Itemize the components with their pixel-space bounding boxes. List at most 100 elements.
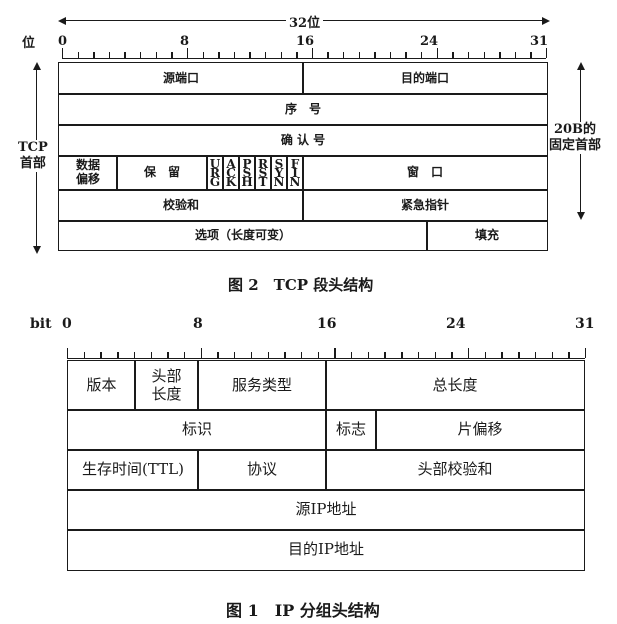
src-port-field: 源端口 — [58, 62, 304, 95]
ruler-tick — [351, 352, 353, 358]
ruler-tick — [374, 52, 376, 58]
ruler-tick — [518, 352, 520, 358]
ruler-tick — [77, 52, 79, 58]
tcp-fixed-header-label: 20B的 固定首部 — [549, 122, 602, 154]
ruler-tick — [133, 352, 136, 358]
dst-port-field: 目的端口 — [302, 62, 548, 95]
ip-bit-mark-16: 16 — [317, 316, 337, 332]
ruler-tick — [499, 52, 501, 58]
data-offset-field: 数据 偏移 — [58, 155, 118, 191]
tcp-left-arrow-down — [33, 246, 41, 254]
ruler-tick — [249, 52, 251, 58]
ruler-tick — [67, 348, 69, 358]
ruler-tick — [300, 352, 303, 358]
ruler-tick — [401, 352, 403, 358]
ruler-tick — [217, 352, 219, 358]
ruler-tick — [546, 48, 548, 58]
fragment-offset-field: 片偏移 — [375, 409, 585, 451]
ruler-tick — [483, 52, 485, 58]
bit-mark-31: 31 — [530, 34, 549, 49]
ruler-tick — [264, 52, 267, 58]
bit-mark-8: 8 — [180, 34, 190, 49]
src-ip-field: 源IP地址 — [67, 489, 585, 531]
ruler-tick — [534, 352, 537, 358]
reserved-field: 保 留 — [116, 155, 208, 191]
ruler-tick — [451, 352, 453, 358]
urgent-pointer-field: 紧急指针 — [302, 189, 548, 222]
ruler-tick — [585, 348, 587, 358]
ruler-tick — [452, 52, 454, 58]
identification-field: 标识 — [67, 409, 327, 451]
ip-bit-label: bit — [30, 316, 52, 332]
ruler-tick — [317, 352, 320, 358]
width-arrow-left — [58, 17, 66, 25]
ihl-field: 头部 长度 — [134, 360, 199, 411]
ruler-tick — [171, 52, 173, 58]
ruler-tick — [389, 52, 392, 58]
ip-bit-mark-8: 8 — [193, 316, 203, 332]
ruler-tick — [343, 52, 345, 58]
ruler-tick — [436, 48, 439, 58]
protocol-field: 协议 — [197, 449, 327, 491]
options-field: 选项（长度可变） — [58, 220, 428, 251]
ruler-tick — [367, 352, 370, 358]
ruler-tick — [358, 52, 361, 58]
ruler-tick — [183, 352, 186, 358]
ruler-tick — [83, 352, 86, 358]
ruler-tick — [405, 52, 407, 58]
ruler-tick — [501, 352, 503, 358]
ruler-tick — [284, 352, 286, 358]
ruler-tick — [186, 48, 189, 58]
ruler-tick — [327, 52, 329, 58]
width-arrow-right — [542, 17, 550, 25]
ruler-tick — [155, 52, 158, 58]
ruler-tick — [150, 352, 152, 358]
version-field: 版本 — [67, 360, 136, 411]
tcp-ruler-line — [62, 58, 546, 60]
ruler-tick — [334, 348, 336, 358]
tcp-header-label: TCP 首部 — [18, 140, 48, 172]
ruler-tick — [417, 352, 420, 358]
ip-bit-mark-31: 31 — [575, 316, 595, 332]
ip-caption: 图 1 IP 分组头结构 — [226, 601, 380, 620]
ruler-tick — [202, 52, 204, 58]
tos-field: 服务类型 — [197, 360, 327, 411]
ruler-tick — [234, 352, 236, 358]
ruler-tick — [108, 52, 111, 58]
ruler-tick — [484, 352, 487, 358]
bit-mark-24: 24 — [420, 34, 439, 49]
tcp-right-arrow-down — [577, 212, 585, 220]
bit-label: 位 — [22, 36, 36, 51]
ruler-tick — [167, 352, 169, 358]
dst-ip-field: 目的IP地址 — [67, 529, 585, 571]
ruler-tick — [100, 352, 102, 358]
checksum-field: 校验和 — [58, 189, 304, 222]
ruler-tick — [311, 48, 314, 58]
width-label: 32位 — [286, 12, 324, 31]
ruler-tick — [267, 352, 269, 358]
tcp-left-arrow-up — [33, 62, 41, 70]
ack-field: 确 认 号 — [58, 124, 548, 157]
ruler-tick — [514, 52, 517, 58]
flags-field: 标志 — [325, 409, 377, 451]
ruler-tick — [117, 352, 119, 358]
ruler-tick — [140, 52, 142, 58]
bit-mark-0: 0 — [58, 34, 68, 49]
ruler-tick — [384, 352, 386, 358]
header-checksum-field: 头部校验和 — [325, 449, 585, 491]
window-field: 窗 口 — [302, 155, 548, 191]
ruler-tick — [62, 48, 64, 58]
ruler-tick — [568, 352, 570, 358]
ruler-tick — [530, 52, 532, 58]
ruler-tick — [280, 52, 282, 58]
ruler-tick — [296, 52, 298, 58]
total-length-field: 总长度 — [325, 360, 585, 411]
ip-bit-mark-24: 24 — [446, 316, 466, 332]
ruler-tick — [93, 52, 95, 58]
ruler-tick — [468, 348, 470, 358]
